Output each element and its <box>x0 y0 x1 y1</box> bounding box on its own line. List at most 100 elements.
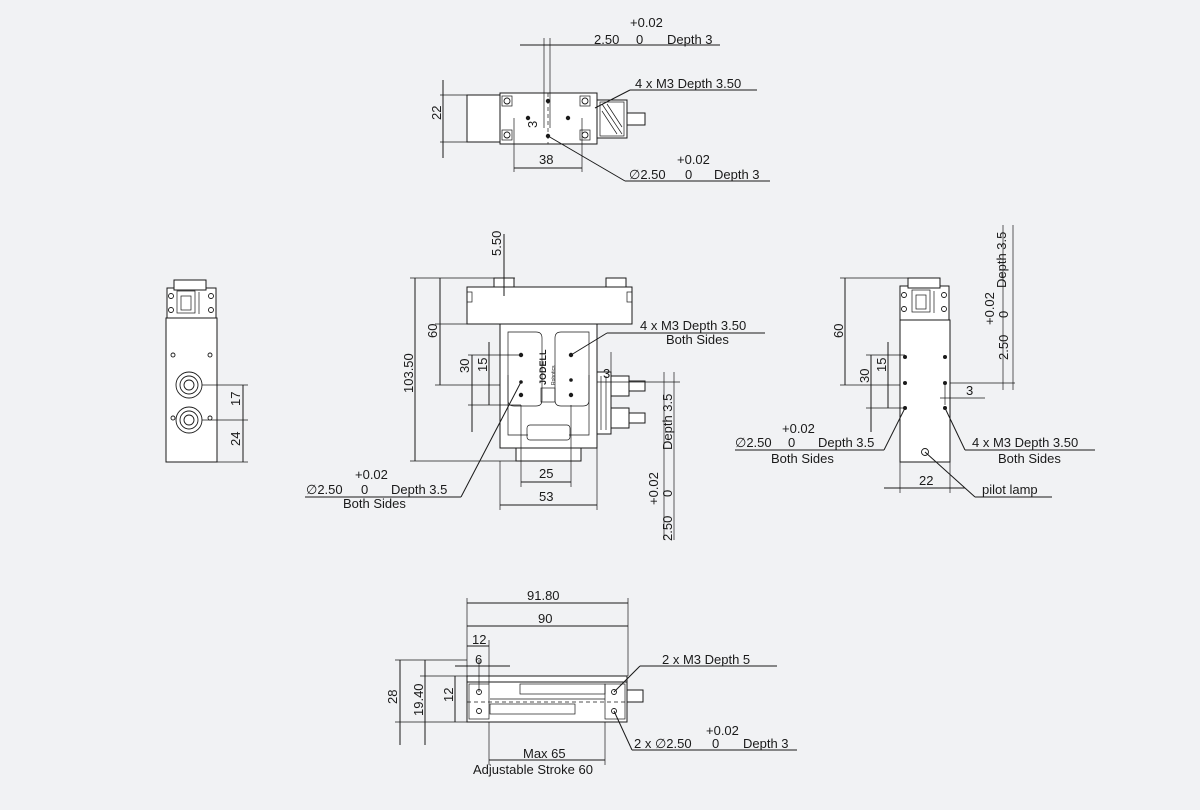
bottom-stroke-label: Adjustable Stroke 60 <box>473 762 593 777</box>
bottom-thread-note: 2 x M3 Depth 5 <box>662 652 750 667</box>
right-view: 60 30 15 Depth 3.5 +0.02 0 2.50 3 +0.02 … <box>735 225 1095 498</box>
top-view-left-end <box>466 94 501 143</box>
front-rot-tol-upper: +0.02 <box>646 472 661 505</box>
top-pin-note: ∅2.50 <box>629 167 666 182</box>
right-view-connector-top <box>907 277 941 289</box>
logo-text: JODELL <box>538 349 548 385</box>
top-thread-note: 4 x M3 Depth 3.50 <box>635 76 741 91</box>
front-pin-note: ∅2.50 <box>306 482 343 497</box>
front-view-finger-right <box>554 331 590 407</box>
bottom-dim-12-v: 12 <box>441 688 456 702</box>
front-dim-60: 60 <box>425 324 440 338</box>
left-view-connector-top <box>173 279 207 291</box>
left-view-fitting-upper <box>175 371 203 399</box>
front-view-body <box>499 323 598 449</box>
top-dim-38: 38 <box>539 152 553 167</box>
top-pin-tol-lower: 0 <box>685 167 692 182</box>
front-dim-25: 25 <box>539 466 553 481</box>
right-view-body <box>899 319 951 463</box>
front-view-top-block <box>466 286 633 325</box>
front-view-fitting-upper <box>610 375 630 397</box>
bottom-dim-28: 28 <box>385 690 400 704</box>
top-hole-tol-lower: 0 <box>636 32 643 47</box>
top-view-cable <box>626 112 646 126</box>
bottom-dim-12: 12 <box>472 632 486 647</box>
front-pin-depth: Depth 3.5 <box>391 482 447 497</box>
right-rot-tol-lower: 0 <box>996 311 1011 318</box>
right-pin-depth: Depth 3.5 <box>818 435 874 450</box>
top-hole-dim: 2.50 <box>594 32 619 47</box>
pilot-lamp-label: pilot lamp <box>982 482 1038 497</box>
bottom-view-piston-upper <box>519 683 606 695</box>
logo-subtext: Robotics <box>551 365 557 385</box>
right-dim-15: 15 <box>874 358 889 372</box>
top-pin-depth: Depth 3 <box>714 167 760 182</box>
front-dim-30: 30 <box>457 359 472 373</box>
bottom-dim-19-40: 19.40 <box>411 683 426 716</box>
front-thread-sides: Both Sides <box>666 332 729 347</box>
right-pin-tol-upper: +0.02 <box>782 421 815 436</box>
top-pin-tol-upper: +0.02 <box>677 152 710 167</box>
bottom-stroke-max: Max 65 <box>523 746 566 761</box>
right-rot-tol-upper: +0.02 <box>982 292 997 325</box>
left-view: 17 24 <box>165 279 248 463</box>
top-view: +0.02 2.50 0 Depth 3 4 x M3 Depth 3.50 2… <box>429 15 770 182</box>
bottom-view-top-rail <box>466 675 628 683</box>
bottom-dim-91-80: 91.80 <box>527 588 560 603</box>
front-dim-53: 53 <box>539 489 553 504</box>
bottom-pin-depth: Depth 3 <box>743 736 789 751</box>
front-view-tube-lower <box>628 412 646 424</box>
bottom-dim-90: 90 <box>538 611 552 626</box>
bottom-view-cable <box>626 689 644 703</box>
front-dim-103-50: 103.50 <box>401 353 416 393</box>
right-rot-depth: Depth 3.5 <box>994 232 1009 288</box>
left-dim-17: 17 <box>228 392 243 406</box>
front-thread-note: 4 x M3 Depth 3.50 <box>640 318 746 333</box>
front-pin-tol-upper: +0.02 <box>355 467 388 482</box>
bottom-pin-tol-lower: 0 <box>712 736 719 751</box>
bottom-dim-6: 6 <box>475 652 482 667</box>
front-view: JODELL Robotics 5.50 103.50 60 30 15 4 x… <box>305 231 765 541</box>
right-view-connector-detail <box>901 289 947 313</box>
right-thread-sides: Both Sides <box>998 451 1061 466</box>
right-view-connector-head <box>899 285 950 321</box>
left-view-fitting-lower <box>175 406 203 434</box>
right-dim-30: 30 <box>857 369 872 383</box>
right-rot-dim: 2.50 <box>996 335 1011 360</box>
top-hole-depth: Depth 3 <box>667 32 713 47</box>
front-rot-tol-lower: 0 <box>660 490 675 497</box>
front-dim-3: 3 <box>603 366 610 381</box>
front-view-tube-upper <box>628 380 646 392</box>
right-dim-3: 3 <box>966 383 973 398</box>
right-dim-60: 60 <box>831 324 846 338</box>
left-dim-24: 24 <box>228 432 243 446</box>
left-view-connector-head <box>166 287 217 319</box>
front-dim-15: 15 <box>475 358 490 372</box>
right-thread-note: 4 x M3 Depth 3.50 <box>972 435 1078 450</box>
bottom-pin-tol-upper: +0.02 <box>706 723 739 738</box>
right-pin-sides: Both Sides <box>771 451 834 466</box>
right-pin-note: ∅2.50 <box>735 435 772 450</box>
top-view-connector-detail <box>599 101 625 137</box>
front-view-fitting-lower <box>610 407 630 429</box>
front-dim-5-50: 5.50 <box>489 231 504 256</box>
front-rot-depth: Depth 3.5 <box>660 394 675 450</box>
front-view-valve <box>596 371 612 435</box>
front-pin-tol-lower: 0 <box>361 482 368 497</box>
front-rot-dim: 2.50 <box>660 516 675 541</box>
right-pin-tol-lower: 0 <box>788 435 795 450</box>
front-view-base <box>515 447 582 462</box>
front-view-jaw-right <box>605 277 627 288</box>
front-pin-sides: Both Sides <box>343 496 406 511</box>
top-hole-tol-upper: +0.02 <box>630 15 663 30</box>
top-dim-3: 3 <box>525 121 540 128</box>
top-view-corner-screws <box>501 95 591 141</box>
right-dim-22: 22 <box>919 473 933 488</box>
bottom-view-piston-lower <box>489 703 576 715</box>
bottom-pin-note: 2 x ∅2.50 <box>634 736 692 751</box>
front-view-logo: JODELL Robotics <box>538 349 557 403</box>
bottom-view: 91.80 90 12 6 2 x M3 Depth 5 28 19.40 12… <box>385 588 797 777</box>
left-view-connector-detail <box>168 290 214 314</box>
top-dim-22: 22 <box>429 106 444 120</box>
